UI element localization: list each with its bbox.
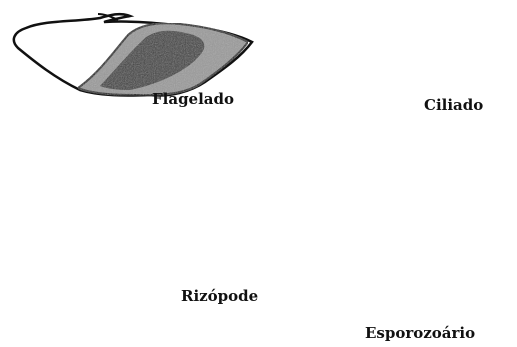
- label-flagelado: Flagelado: [152, 92, 234, 107]
- label-esporozoario: Esporozoário: [365, 326, 475, 341]
- flagellate-organism: [14, 14, 252, 95]
- label-ciliado: Ciliado: [424, 98, 483, 113]
- label-rizopode: Rizópode: [181, 289, 258, 304]
